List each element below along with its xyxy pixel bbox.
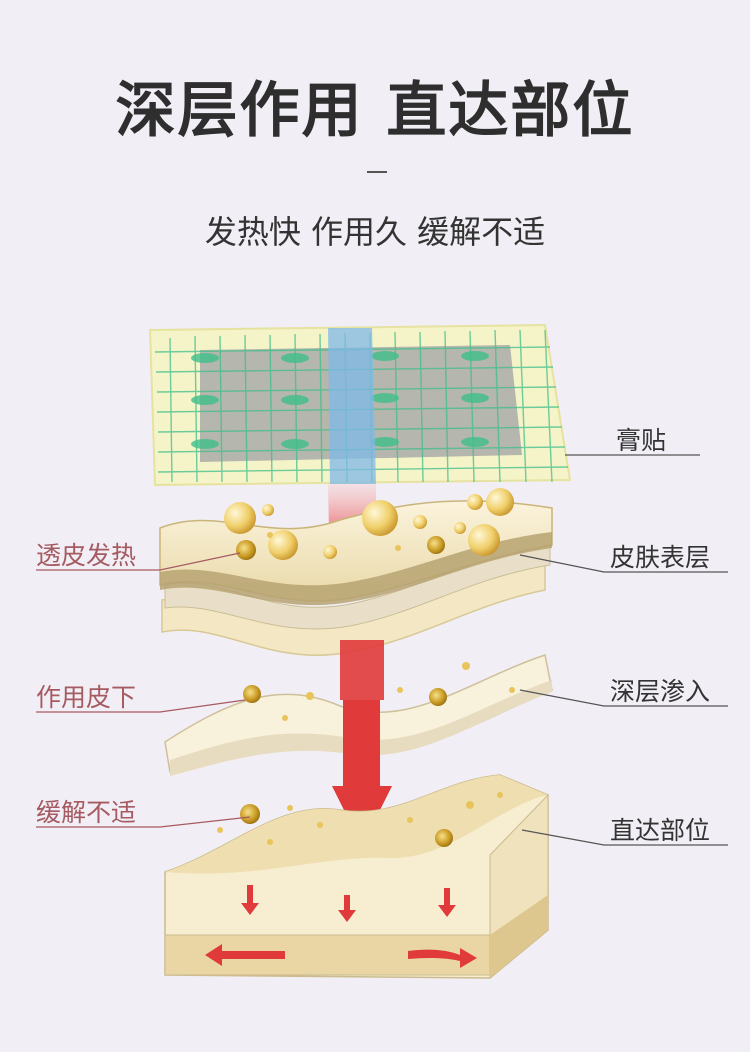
label-deep-penetration: 深层渗入 (610, 677, 711, 706)
label-skin-surface: 皮肤表层 (610, 543, 711, 572)
page-title: 深层作用 直达部位 (115, 76, 635, 146)
label-patch: 膏贴 (616, 426, 667, 455)
page-subtitle: 发热快 作用久 缓解不适 (204, 213, 546, 251)
leader-lines (36, 454, 728, 846)
target-block-layer (164, 774, 549, 980)
skin-surface-layer (159, 488, 553, 657)
plaster-patch (148, 323, 572, 487)
label-relieve-discomfort: 缓解不适 (36, 798, 137, 827)
label-transdermal-heat: 透皮发热 (36, 541, 137, 570)
title-divider (367, 171, 387, 173)
label-reach-target: 直达部位 (610, 816, 711, 845)
downward-arrow-shaft (340, 640, 384, 700)
label-act-subcutaneous: 作用皮下 (36, 683, 137, 712)
